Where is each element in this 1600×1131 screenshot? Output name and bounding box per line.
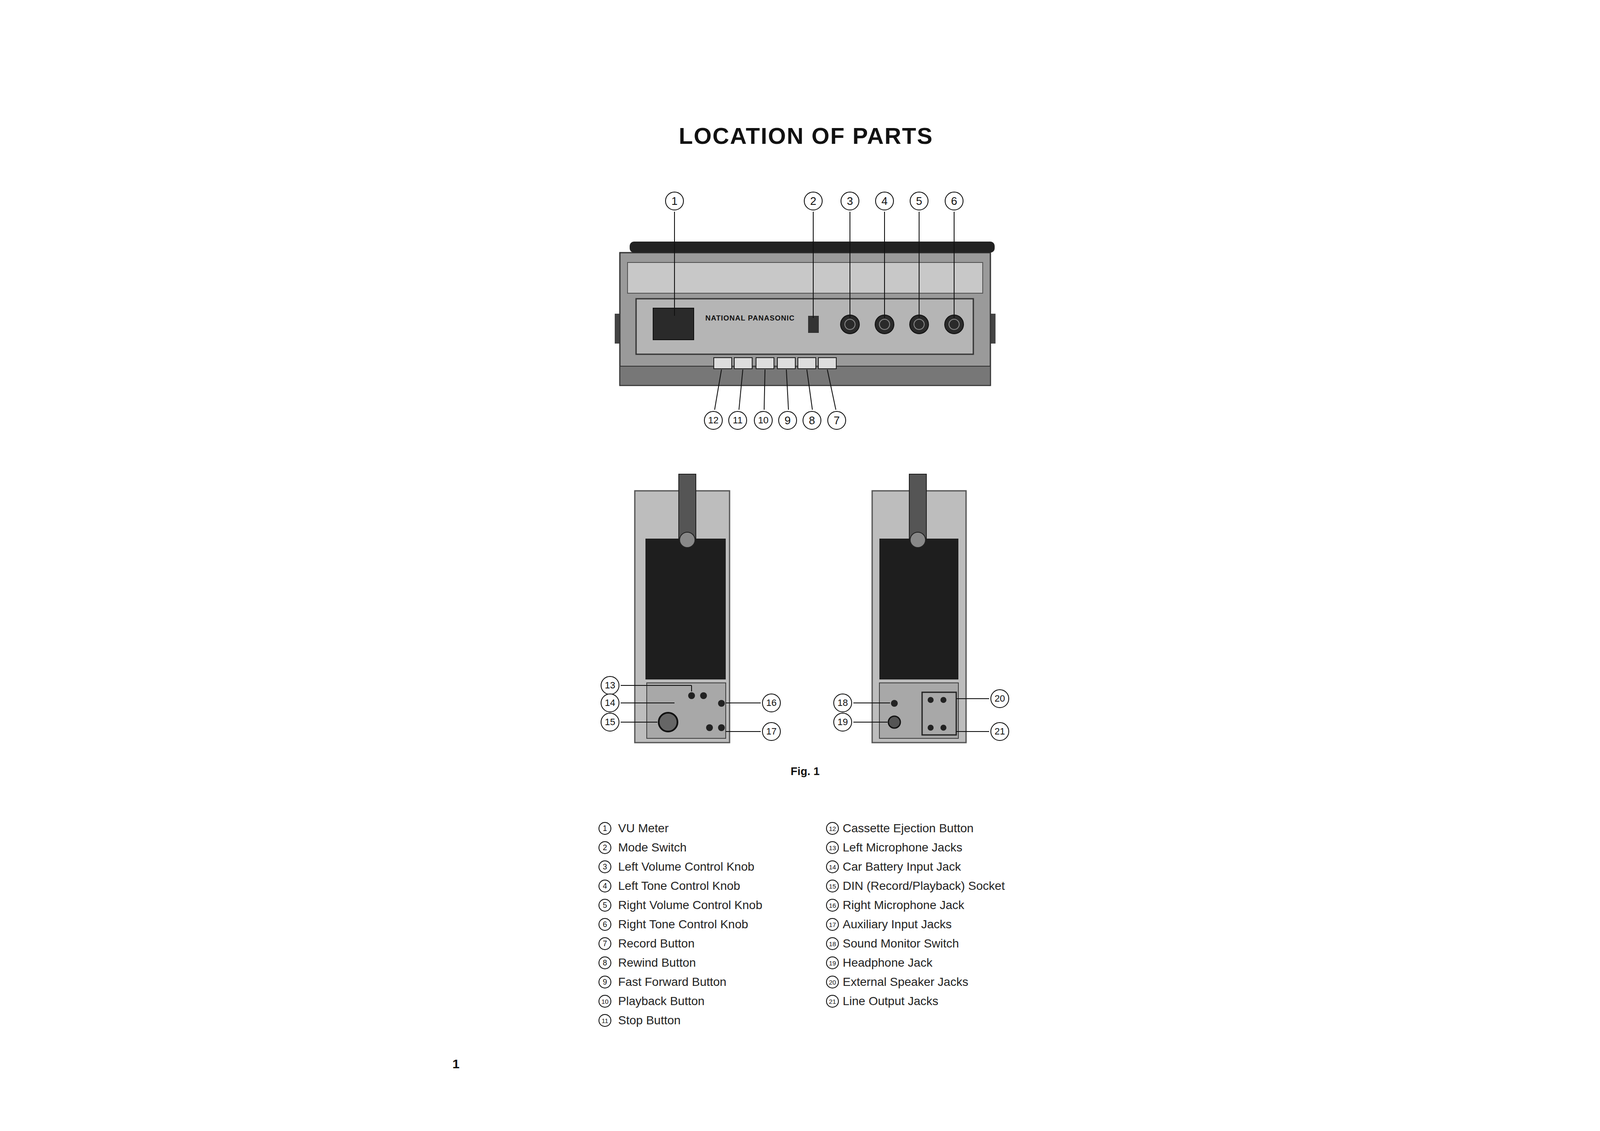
part-name: Right Tone Control Knob — [618, 917, 749, 932]
din-socket — [658, 712, 678, 732]
list-number: 14 — [826, 860, 839, 874]
mode-switch — [808, 315, 819, 333]
callout-number: 9 — [778, 411, 798, 430]
callout-number: 14 — [600, 693, 620, 713]
callout-number: 17 — [762, 722, 781, 742]
handle-strap — [678, 474, 696, 539]
callout-number: 16 — [762, 693, 781, 713]
part-name: Sound Monitor Switch — [842, 937, 959, 951]
list-number: 2 — [598, 841, 612, 855]
leader-lines — [620, 211, 990, 732]
list-number: 17 — [826, 918, 839, 932]
callout-number: 3 — [840, 191, 860, 211]
list-number: 4 — [598, 879, 612, 893]
callout-number: 10 — [753, 411, 773, 430]
list-number: 7 — [598, 937, 612, 951]
part-name: Left Tone Control Knob — [618, 879, 741, 894]
page-number: 1 — [452, 1056, 460, 1072]
part-name: Record Button — [618, 937, 695, 951]
callout-number: 11 — [728, 411, 748, 430]
knobs — [840, 315, 964, 334]
part-name: Line Output Jacks — [842, 994, 939, 1009]
part-name: Left Microphone Jacks — [842, 840, 963, 855]
cabinet-front — [619, 252, 991, 386]
list-number: 9 — [598, 975, 612, 989]
part-name: External Speaker Jacks — [842, 975, 969, 990]
list-number: 19 — [826, 956, 839, 970]
list-number: 6 — [598, 918, 612, 932]
part-name: VU Meter — [618, 821, 669, 836]
list-number: 20 — [826, 975, 839, 989]
part-name: Mode Switch — [618, 840, 687, 855]
part-name: Fast Forward Button — [618, 975, 727, 990]
figure-caption: Fig. 1 — [790, 764, 820, 779]
part-name: Rewind Button — [618, 956, 696, 970]
page-title: LOCATION OF PARTS — [678, 122, 934, 149]
side-panel — [645, 538, 726, 680]
part-name: Headphone Jack — [842, 956, 933, 970]
callout-number: 7 — [827, 411, 847, 430]
list-number: 18 — [826, 937, 839, 951]
part-name: Stop Button — [618, 1013, 681, 1028]
list-number: 11 — [598, 1014, 612, 1028]
callout-number: 19 — [833, 712, 853, 732]
callout-number: 1 — [665, 191, 684, 211]
callout-number: 20 — [990, 689, 1010, 709]
callout-number: 6 — [944, 191, 964, 211]
callout-number: 8 — [802, 411, 822, 430]
list-number: 1 — [598, 822, 612, 836]
callout-number: 18 — [833, 693, 853, 713]
part-name: Cassette Ejection Button — [842, 821, 974, 836]
top-band — [627, 262, 983, 294]
part-name: Right Microphone Jack — [842, 898, 965, 913]
callout-number: 15 — [600, 712, 620, 732]
callout-number: 2 — [803, 191, 823, 211]
list-number: 10 — [598, 995, 612, 1008]
list-number: 8 — [598, 956, 612, 970]
part-name: Right Volume Control Knob — [618, 898, 763, 913]
list-number: 15 — [826, 879, 839, 893]
list-number: 12 — [826, 822, 839, 836]
part-name: DIN (Record/Playback) Socket — [842, 879, 1005, 894]
callout-number: 21 — [990, 722, 1010, 742]
side-panel — [879, 538, 959, 680]
list-number: 3 — [598, 860, 612, 874]
brand-text: NATIONAL PANASONIC — [705, 314, 795, 323]
handle-strap — [909, 474, 927, 539]
part-name: Auxiliary Input Jacks — [842, 917, 952, 932]
list-number: 16 — [826, 899, 839, 912]
part-name: Car Battery Input Jack — [842, 860, 961, 874]
list-number: 21 — [826, 995, 839, 1008]
control-panel — [636, 298, 974, 355]
callout-number: 5 — [909, 191, 929, 211]
part-name: Playback Button — [618, 994, 705, 1009]
list-number: 13 — [826, 841, 839, 855]
callout-number: 13 — [600, 676, 620, 695]
part-name: Left Volume Control Knob — [618, 860, 755, 874]
list-number: 5 — [598, 899, 612, 912]
piano-keys — [713, 357, 837, 369]
vu-meter — [653, 308, 694, 340]
callout-number: 4 — [875, 191, 894, 211]
carry-handle — [629, 241, 995, 253]
callout-number: 12 — [703, 411, 723, 430]
